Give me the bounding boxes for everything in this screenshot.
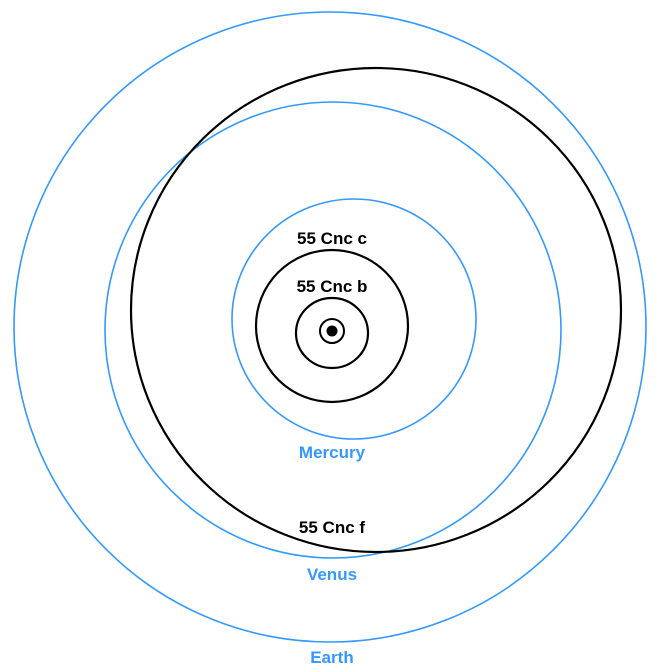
label-cnc-b: 55 Cnc b xyxy=(297,277,368,296)
mercury-orbit xyxy=(231,198,477,440)
earth-orbit xyxy=(13,11,647,643)
venus-orbit xyxy=(104,101,562,559)
label-cnc-c: 55 Cnc c xyxy=(297,229,367,248)
label-venus: Venus xyxy=(307,565,357,584)
cnc-f-orbit xyxy=(129,66,623,554)
label-cnc-f: 55 Cnc f xyxy=(299,518,365,537)
label-mercury: Mercury xyxy=(299,443,366,462)
cnc-b-orbit xyxy=(294,296,370,370)
sun-symbol-icon xyxy=(319,318,345,344)
label-earth: Earth xyxy=(310,648,353,667)
cnc-c-orbit xyxy=(254,248,410,404)
